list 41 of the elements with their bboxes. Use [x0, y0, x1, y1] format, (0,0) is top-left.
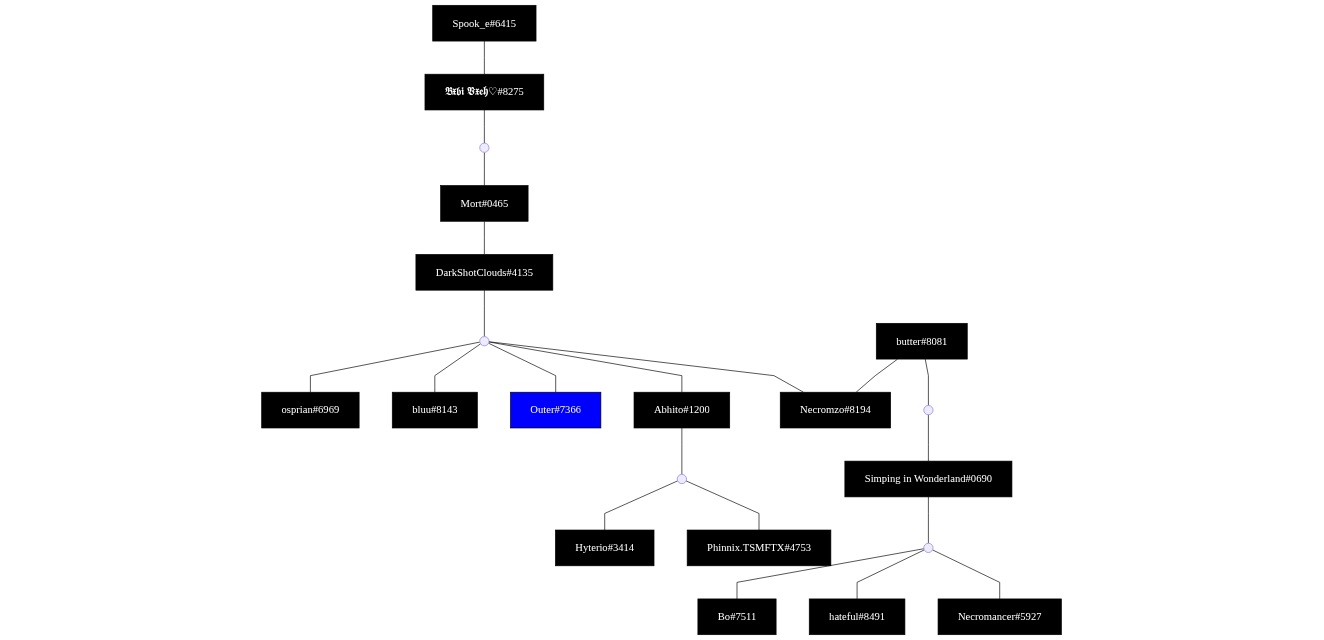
- node-circle: [479, 336, 490, 347]
- node-circle: [923, 405, 934, 416]
- connector: [682, 427, 683, 475]
- node-box: Abhito#1200: [634, 391, 731, 429]
- connector: [925, 358, 930, 406]
- node-box: Mort#0465: [440, 185, 529, 222]
- connector: [489, 341, 805, 393]
- connector: [484, 40, 486, 75]
- node-box: DarkShotClouds#4135: [416, 254, 554, 291]
- node-box: bluu#8143: [392, 391, 479, 429]
- node-box: Spook_e#6415: [432, 4, 537, 42]
- node-box: Simping in Wonderland#0690: [845, 460, 1013, 498]
- node-box: Phinnix.TSMFTX#4753: [687, 529, 832, 567]
- connector: [932, 549, 1001, 600]
- connector: [434, 343, 482, 393]
- node-circle: [923, 542, 934, 553]
- node-circle: [677, 474, 688, 484]
- connector: [856, 358, 899, 393]
- connector: [484, 152, 486, 186]
- connector: [484, 109, 486, 144]
- node-box: Hyterio#3414: [555, 529, 655, 567]
- node-box: 𝕭𝖝𝖇𝖎 𝖁𝖝𝖊𝖍♡#8275: [425, 73, 545, 111]
- connector: [928, 496, 930, 544]
- connector: [310, 341, 481, 393]
- connector: [488, 342, 557, 393]
- connector: [604, 480, 679, 531]
- connector: [686, 480, 760, 531]
- node-box: Necromancer#5927: [938, 598, 1063, 636]
- node-box: butter#8081: [876, 323, 969, 360]
- node-box: hateful#8491: [809, 598, 906, 636]
- connector: [857, 549, 926, 600]
- connector: [737, 548, 925, 600]
- node-box: osprian#6969: [261, 391, 360, 429]
- node-circle: [479, 142, 490, 153]
- connector: [489, 341, 683, 393]
- connector: [484, 289, 486, 337]
- connector: [928, 414, 930, 462]
- node-box: Bo#7511: [698, 598, 777, 636]
- node-box: Necromzo#8194: [780, 391, 892, 429]
- connector: [484, 220, 486, 255]
- node-box: Outer#7366: [510, 391, 602, 429]
